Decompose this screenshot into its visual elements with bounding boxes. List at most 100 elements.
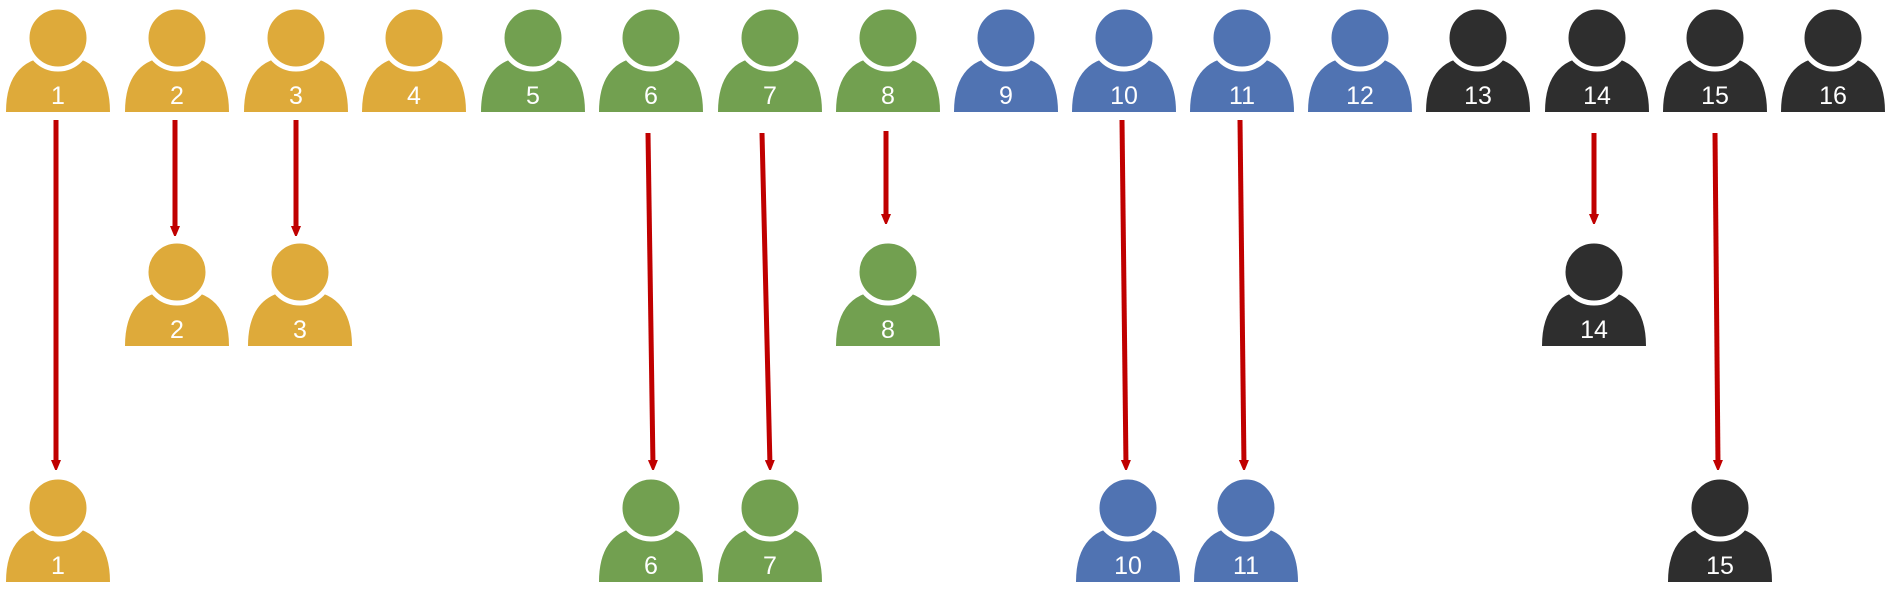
person-head-icon — [736, 4, 804, 72]
person-head-icon — [1681, 4, 1749, 72]
person-middle-row-14: 14 — [1542, 238, 1646, 346]
person-top-row-6: 6 — [599, 4, 703, 112]
person-number-label: 2 — [170, 316, 184, 344]
person-middle-row-3: 3 — [248, 238, 352, 346]
person-top-row-7: 7 — [718, 4, 822, 112]
person-icon — [718, 56, 822, 112]
person-top-row-14: 14 — [1545, 4, 1649, 112]
person-head-icon — [499, 4, 567, 72]
person-bottom-row-1: 1 — [6, 474, 110, 582]
person-number-label: 3 — [293, 316, 307, 344]
person-icon — [836, 290, 940, 346]
person-icon — [1194, 526, 1298, 582]
person-number-label: 13 — [1464, 82, 1492, 110]
person-bottom-row-10: 10 — [1076, 474, 1180, 582]
selection-arrow — [1237, 119, 1244, 466]
selection-arrow — [759, 132, 770, 466]
person-number-label: 6 — [644, 552, 658, 580]
person-head-icon — [380, 4, 448, 72]
person-icon — [125, 290, 229, 346]
person-number-label: 8 — [881, 82, 895, 110]
person-head-icon — [143, 238, 211, 306]
person-icon — [599, 56, 703, 112]
person-number-label: 2 — [170, 82, 184, 110]
person-middle-row-2: 2 — [125, 238, 229, 346]
person-head-icon — [1560, 238, 1628, 306]
person-number-label: 10 — [1110, 82, 1138, 110]
person-number-label: 7 — [763, 552, 777, 580]
person-head-icon — [1094, 474, 1162, 542]
person-head-icon — [1686, 474, 1754, 542]
person-icon — [1190, 56, 1294, 112]
person-icon — [481, 56, 585, 112]
person-icon — [1426, 56, 1530, 112]
selection-arrow — [1712, 132, 1718, 466]
person-number-label: 15 — [1701, 82, 1729, 110]
person-bottom-row-11: 11 — [1194, 474, 1298, 582]
person-icon — [244, 56, 348, 112]
person-number-label: 11 — [1229, 82, 1255, 110]
person-number-label: 15 — [1706, 552, 1734, 580]
person-icon — [1076, 526, 1180, 582]
person-bottom-row-6: 6 — [599, 474, 703, 582]
person-icon — [1668, 526, 1772, 582]
person-bottom-row-15: 15 — [1668, 474, 1772, 582]
person-head-icon — [1326, 4, 1394, 72]
person-head-icon — [854, 238, 922, 306]
person-bottom-row-7: 7 — [718, 474, 822, 582]
person-head-icon — [854, 4, 922, 72]
person-number-label: 1 — [51, 82, 65, 110]
person-head-icon — [262, 4, 330, 72]
person-head-icon — [143, 4, 211, 72]
person-head-icon — [24, 474, 92, 542]
person-top-row-11: 11 — [1190, 4, 1294, 112]
person-top-row-8: 8 — [836, 4, 940, 112]
person-icon — [1308, 56, 1412, 112]
selection-arrow — [1119, 119, 1126, 466]
person-number-label: 12 — [1346, 82, 1374, 110]
person-head-icon — [1212, 474, 1280, 542]
person-number-label: 6 — [644, 82, 658, 110]
person-top-row-9: 9 — [954, 4, 1058, 112]
person-top-row-5: 5 — [481, 4, 585, 112]
person-number-label: 14 — [1583, 82, 1611, 110]
person-head-icon — [736, 474, 804, 542]
person-top-row-3: 3 — [244, 4, 348, 112]
person-head-icon — [972, 4, 1040, 72]
person-head-icon — [617, 4, 685, 72]
person-head-icon — [1444, 4, 1512, 72]
person-number-label: 4 — [407, 82, 421, 110]
selection-arrow — [645, 132, 653, 466]
person-head-icon — [617, 474, 685, 542]
person-head-icon — [1799, 4, 1867, 72]
person-icon — [718, 526, 822, 582]
person-top-row-1: 1 — [6, 4, 110, 112]
arrows-layer — [56, 119, 1718, 466]
person-head-icon — [1208, 4, 1276, 72]
person-number-label: 1 — [51, 552, 65, 580]
person-number-label: 9 — [999, 82, 1013, 110]
person-icon — [125, 56, 229, 112]
person-number-label: 3 — [289, 82, 303, 110]
person-number-label: 7 — [763, 82, 777, 110]
person-number-label: 10 — [1114, 552, 1142, 580]
person-middle-row-8: 8 — [836, 238, 940, 346]
person-icon — [1545, 56, 1649, 112]
person-head-icon — [1090, 4, 1158, 72]
person-icon — [836, 56, 940, 112]
person-number-label: 11 — [1233, 552, 1259, 580]
person-number-label: 16 — [1819, 82, 1847, 110]
person-top-row-4: 4 — [362, 4, 466, 112]
person-number-label: 14 — [1580, 316, 1608, 344]
person-top-row-12: 12 — [1308, 4, 1412, 112]
person-icon — [954, 56, 1058, 112]
person-top-row-13: 13 — [1426, 4, 1530, 112]
person-icon — [1781, 56, 1885, 112]
person-top-row-15: 15 — [1663, 4, 1767, 112]
person-head-icon — [24, 4, 92, 72]
person-icon — [1072, 56, 1176, 112]
person-icon — [599, 526, 703, 582]
person-top-row-10: 10 — [1072, 4, 1176, 112]
